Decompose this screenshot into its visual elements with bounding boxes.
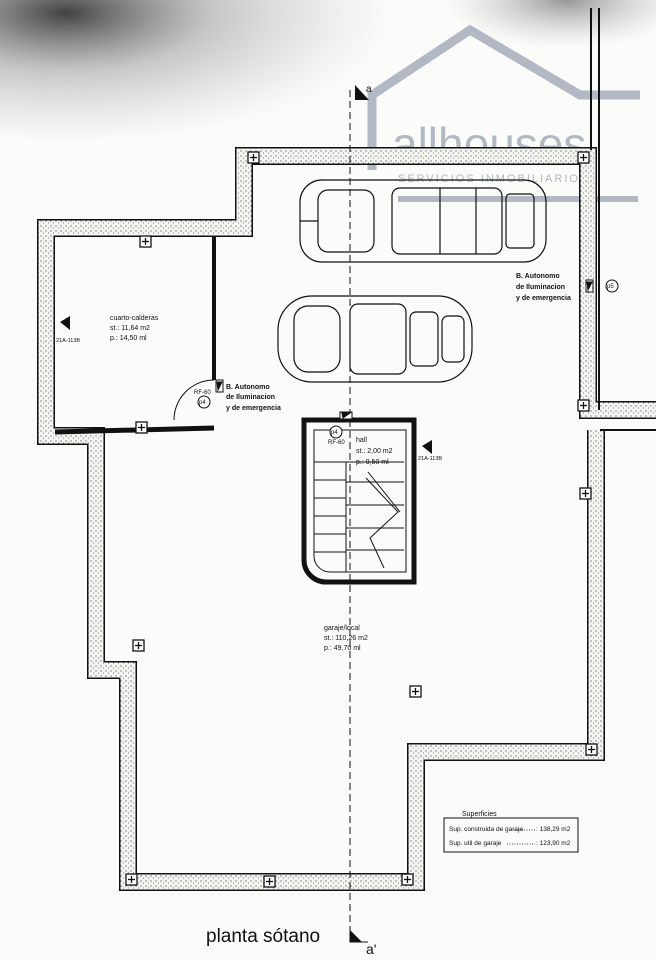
door-tag-right: p5 xyxy=(607,284,614,290)
room-boiler-name: cuarto-calderas xyxy=(110,315,159,322)
car-top xyxy=(299,179,547,263)
car-middle xyxy=(277,295,473,383)
watermark-tagline: SERVICIOS INMOBILIARIOS xyxy=(398,173,589,185)
room-boiler-perimeter: p.: 14,50 ml xyxy=(110,335,147,342)
room-hall-area: st.: 2,00 m2 xyxy=(356,448,393,455)
fire-door-hall: RF-60 xyxy=(328,440,345,446)
surfaces-title: Superficies xyxy=(462,811,497,818)
room-boiler-area: st.: 11,64 m2 xyxy=(110,325,150,332)
section-mark-bottom: a' xyxy=(366,941,376,957)
surfaces-useful-value: : 123,90 m2 xyxy=(536,840,571,847)
door-swing-boiler xyxy=(173,379,215,421)
boiler-room-walls xyxy=(54,236,216,435)
fire-door-boiler: RF-60 xyxy=(194,390,211,396)
section-line: a a' xyxy=(349,84,376,957)
surfaces-built-value: : 138,29 m2 xyxy=(536,826,571,833)
plan-title: planta sótano xyxy=(206,926,320,947)
extinguisher-code-boiler: 21A-113B xyxy=(56,338,80,344)
room-hall-name: hall xyxy=(356,437,367,444)
emergency-note-right-3: y de emergencia xyxy=(516,295,571,302)
door-tag-boiler: p4 xyxy=(199,400,206,406)
emergency-light-icons xyxy=(215,279,594,420)
room-garage-name: garaje/local xyxy=(324,625,360,632)
staircase xyxy=(301,417,417,585)
emergency-note-right-2: de Iluminacion xyxy=(516,284,565,291)
door-tags xyxy=(197,279,619,439)
surfaces-built-label: Sup. construida de garaje xyxy=(449,826,523,833)
emergency-note-right-1: B. Autonomo xyxy=(516,273,560,280)
column-markers xyxy=(125,151,598,888)
walls xyxy=(37,8,656,891)
extinguisher-code-hall: 21A-113B xyxy=(418,456,442,462)
extinguisher-icons xyxy=(60,316,432,454)
room-hall-perimeter: p.: 9,50 ml xyxy=(356,459,389,466)
room-garage-perimeter: p.: 49,70 ml xyxy=(324,645,361,652)
surfaces-useful-label: Sup. util de garaje xyxy=(449,840,502,847)
door-tag-hall: p4 xyxy=(331,430,338,436)
scan-shadow-right xyxy=(300,0,656,140)
emergency-note-left-3: y de emergencia xyxy=(226,405,281,412)
emergency-note-left-1: B. Autonomo xyxy=(226,384,270,391)
section-mark-top: a xyxy=(366,84,372,95)
room-garage-area: st.: 110,26 m2 xyxy=(324,635,368,642)
surfaces-table xyxy=(443,817,579,853)
emergency-note-left-2: de Iluminacion xyxy=(226,394,275,401)
